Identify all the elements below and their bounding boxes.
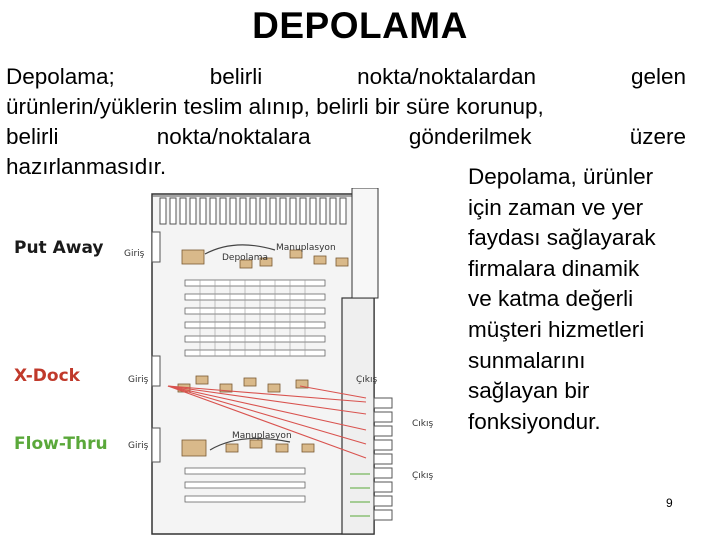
page-title: DEPOLAMA <box>252 5 468 46</box>
left-dock-doors <box>151 231 161 463</box>
side-line: sağlayan bir <box>468 378 590 404</box>
paragraph-line-1: Depolama; belirli nokta/noktalardan gele… <box>6 62 686 92</box>
word: belirli <box>6 124 59 149</box>
warehouse-diagram: Depolama Manuplasyon Manuplasyon Giriş G… <box>124 188 433 535</box>
word: nokta/noktalara <box>156 124 311 149</box>
side-line: için zaman ve yer <box>468 194 644 220</box>
side-line: müşteri hizmetleri <box>468 316 645 342</box>
flow-thru-arrows <box>350 473 370 517</box>
side-line: fonksiyondur. <box>468 408 601 434</box>
side-text: Depolama, ürünler için zaman ve yer fayd… <box>468 162 718 437</box>
paragraph-line-3: belirli nokta/noktalara gönderilmek üzer… <box>6 122 686 152</box>
x-dock-arrows <box>167 385 367 459</box>
manupulasyon-label-bottom: Manuplasyon <box>232 431 292 441</box>
put-away-label: Put Away <box>14 238 104 258</box>
side-line: sunmalarını <box>468 347 586 373</box>
side-line: faydası sağlayarak <box>468 225 656 251</box>
right-dock-area <box>341 297 375 535</box>
giris-label-2: Giriş <box>128 375 149 385</box>
line-text: ürünlerin/yüklerin teslim alınıp, belirl… <box>6 94 544 119</box>
flow-arrows <box>204 244 291 451</box>
paragraph-line-4: hazırlanmasıdır. <box>6 152 686 182</box>
word: belirli <box>209 64 263 89</box>
page-number: 9 <box>666 496 673 510</box>
cikis-label-3: Çıkış <box>412 471 433 481</box>
top-dock-doors <box>159 197 347 225</box>
word: üzere <box>629 124 686 149</box>
giris-label-3: Giriş <box>128 441 149 451</box>
right-dock-doors <box>373 397 393 521</box>
word: gönderilmek <box>408 124 532 149</box>
storage-racks <box>184 279 326 357</box>
word: gelen <box>630 64 686 89</box>
manupulasyon-label-top: Manuplasyon <box>276 243 336 253</box>
side-line: ve katma değerli <box>468 286 634 312</box>
right-upper-block <box>351 188 379 299</box>
flow-thru-label: Flow-Thru <box>14 434 108 454</box>
word: nokta/noktalardan <box>357 64 537 89</box>
giris-label-1: Giriş <box>124 249 145 259</box>
word: Depolama; <box>6 64 115 89</box>
cikis-label-1: Çıkış <box>356 375 377 385</box>
line-text: hazırlanmasıdır. <box>6 154 167 179</box>
paragraph-line-2: ürünlerin/yüklerin teslim alınıp, belirl… <box>6 92 686 122</box>
depolama-label: Depolama <box>222 253 268 263</box>
cikis-label-2: Cıkış <box>412 419 433 429</box>
side-line: firmalara dinamik <box>468 255 640 281</box>
side-line: Depolama, ürünler <box>468 164 654 189</box>
x-dock-label: X-Dock <box>14 366 80 386</box>
